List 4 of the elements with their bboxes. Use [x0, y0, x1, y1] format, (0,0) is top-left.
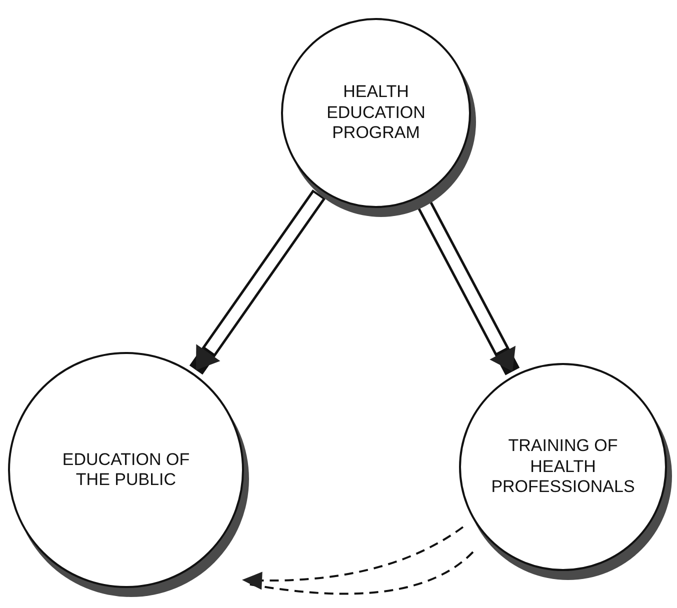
node-label: TRAINING OF HEALTH PROFESSIONALS — [490, 436, 636, 498]
node-label: EDUCATION OF THE PUBLIC — [61, 450, 191, 490]
node-label: HEALTH EDUCATION PROGRAM — [326, 82, 426, 144]
hollow-arrow — [189, 190, 326, 375]
